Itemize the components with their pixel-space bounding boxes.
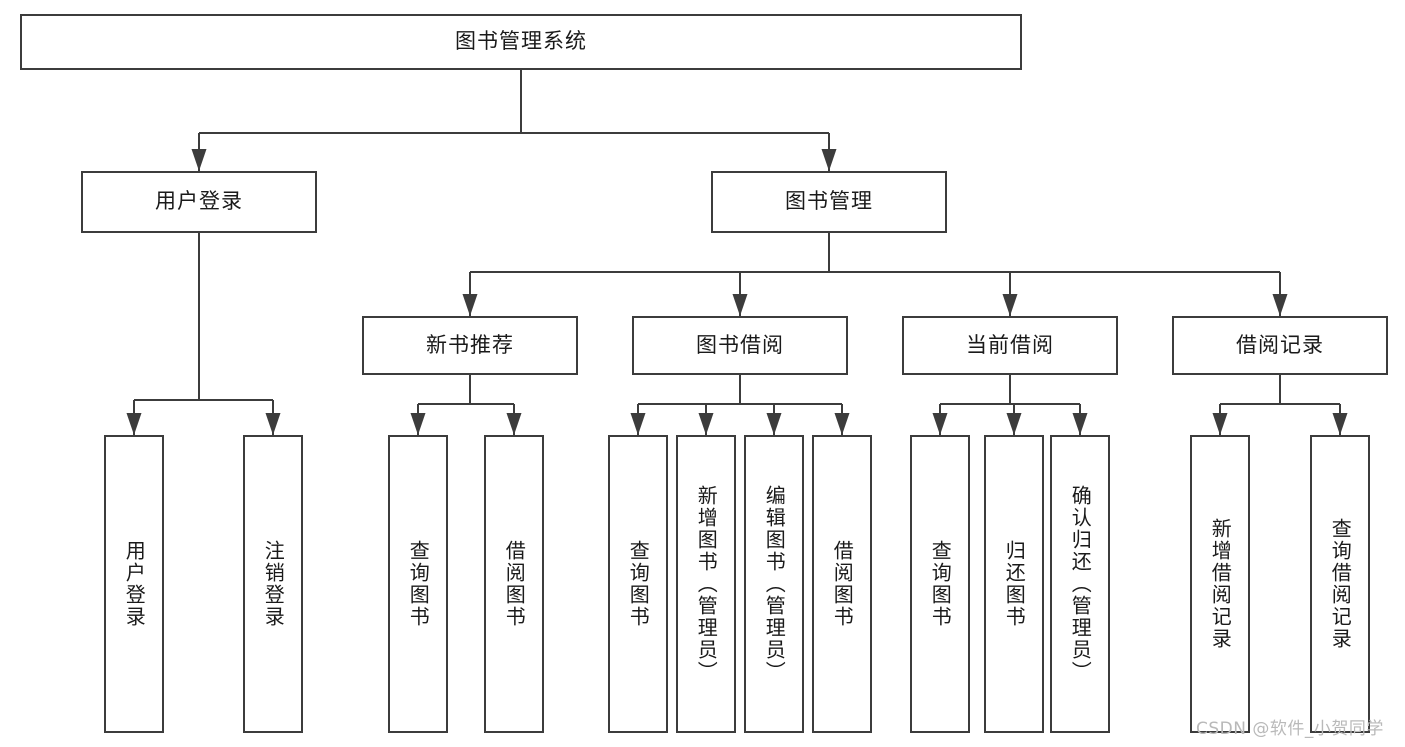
node-leaf_2[interactable]: 查询图书 bbox=[388, 435, 448, 733]
node-leaf_7[interactable]: 借阅图书 bbox=[812, 435, 872, 733]
node-leaf_8[interactable]: 查询图书 bbox=[910, 435, 970, 733]
node-label: 确认归还（管理员） bbox=[1068, 485, 1093, 683]
node-l3_1[interactable]: 图书借阅 bbox=[632, 316, 848, 375]
node-label: 用户登录 bbox=[155, 189, 243, 214]
node-l3_0[interactable]: 新书推荐 bbox=[362, 316, 578, 375]
node-l3_2[interactable]: 当前借阅 bbox=[902, 316, 1118, 375]
node-leaf_4[interactable]: 查询图书 bbox=[608, 435, 668, 733]
node-label: 图书管理系统 bbox=[455, 29, 587, 54]
node-label: 注销登录 bbox=[261, 540, 286, 628]
node-leaf_1[interactable]: 注销登录 bbox=[243, 435, 303, 733]
node-leaf_0[interactable]: 用户登录 bbox=[104, 435, 164, 733]
node-l2_0[interactable]: 用户登录 bbox=[81, 171, 317, 233]
node-label: 新书推荐 bbox=[426, 332, 514, 357]
node-label: 图书管理 bbox=[785, 189, 873, 214]
node-label: 编辑图书（管理员） bbox=[762, 485, 787, 683]
node-label: 借阅记录 bbox=[1236, 332, 1324, 357]
node-leaf_9[interactable]: 归还图书 bbox=[984, 435, 1044, 733]
node-leaf_3[interactable]: 借阅图书 bbox=[484, 435, 544, 733]
node-label: 归还图书 bbox=[1002, 540, 1027, 628]
node-label: 当前借阅 bbox=[966, 332, 1054, 357]
watermark: CSDN @软件_小贺同学 bbox=[1196, 719, 1384, 739]
node-label: 新增借阅记录 bbox=[1208, 518, 1233, 650]
node-label: 借阅图书 bbox=[830, 540, 855, 628]
node-root[interactable]: 图书管理系统 bbox=[20, 14, 1022, 70]
node-leaf_11[interactable]: 新增借阅记录 bbox=[1190, 435, 1250, 733]
node-leaf_12[interactable]: 查询借阅记录 bbox=[1310, 435, 1370, 733]
node-label: 查询借阅记录 bbox=[1328, 518, 1353, 650]
node-label: 查询图书 bbox=[406, 540, 431, 628]
node-label: 图书借阅 bbox=[696, 332, 784, 357]
node-leaf_10[interactable]: 确认归还（管理员） bbox=[1050, 435, 1110, 733]
node-label: 查询图书 bbox=[928, 540, 953, 628]
node-label: 查询图书 bbox=[626, 540, 651, 628]
node-l2_1[interactable]: 图书管理 bbox=[711, 171, 947, 233]
node-label: 新增图书（管理员） bbox=[694, 485, 719, 683]
node-label: 借阅图书 bbox=[502, 540, 527, 628]
node-label: 用户登录 bbox=[122, 540, 147, 628]
node-leaf_5[interactable]: 新增图书（管理员） bbox=[676, 435, 736, 733]
node-leaf_6[interactable]: 编辑图书（管理员） bbox=[744, 435, 804, 733]
node-l3_3[interactable]: 借阅记录 bbox=[1172, 316, 1388, 375]
